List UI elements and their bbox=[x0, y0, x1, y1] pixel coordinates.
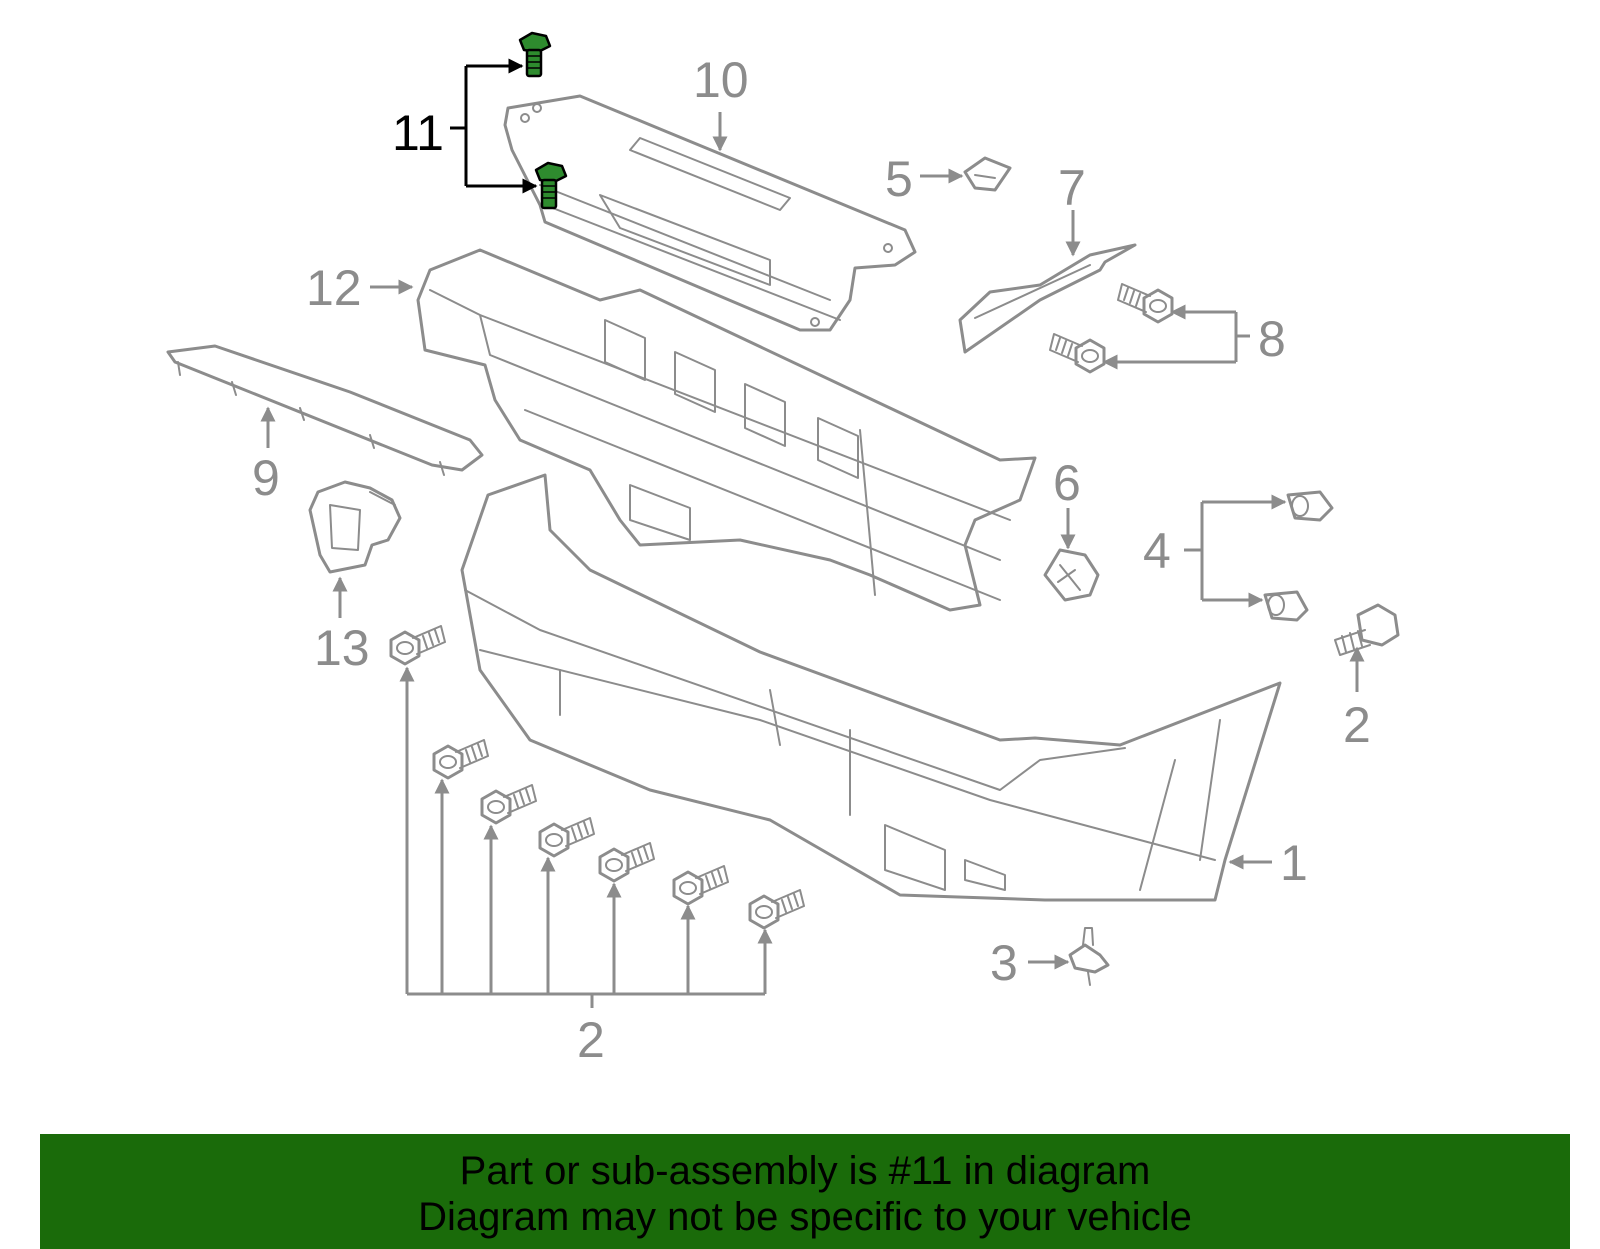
part-6-retainer bbox=[1043, 548, 1100, 602]
callout-8: 8 bbox=[1258, 311, 1286, 367]
part-1-bumper-cover bbox=[460, 473, 1282, 902]
callout-9: 9 bbox=[252, 450, 280, 506]
part-10-upper-reinforcement bbox=[503, 94, 917, 332]
part-2-bolt-4 bbox=[538, 816, 596, 858]
callout-2-right: 2 bbox=[1343, 697, 1371, 753]
part-8-bolt-lower bbox=[1048, 332, 1106, 374]
callout-4: 4 bbox=[1143, 523, 1171, 579]
callout-10: 10 bbox=[693, 52, 749, 108]
callout-6: 6 bbox=[1053, 455, 1081, 511]
callout-3: 3 bbox=[990, 935, 1018, 991]
part-4-clip-lower bbox=[1263, 590, 1309, 622]
callout-5: 5 bbox=[885, 151, 913, 207]
callout-11: 11 bbox=[392, 105, 444, 161]
part-7-bracket bbox=[958, 243, 1137, 354]
part-13-sensor-bracket bbox=[308, 480, 402, 574]
info-banner: Part or sub-assembly is #11 in diagram D… bbox=[40, 1134, 1570, 1249]
part-2-bolt-3 bbox=[480, 783, 538, 825]
callout-7: 7 bbox=[1058, 160, 1086, 216]
banner-line-part: Part or sub-assembly is #11 in diagram bbox=[459, 1149, 1151, 1193]
part-11-bolt-lower[interactable] bbox=[534, 161, 568, 210]
callout-12: 12 bbox=[306, 260, 362, 316]
part-11-bolt-upper[interactable] bbox=[518, 31, 552, 78]
part-2-bolt-1 bbox=[389, 624, 447, 666]
callout-2-bottom: 2 bbox=[577, 1012, 605, 1068]
part-9-step-pad bbox=[166, 344, 484, 476]
callout-1: 1 bbox=[1280, 835, 1308, 891]
part-2-bolt-right bbox=[1334, 603, 1400, 656]
part-2-bolt-2 bbox=[432, 738, 490, 780]
part-2-bolt-5 bbox=[598, 841, 656, 883]
leader-lines bbox=[260, 58, 1365, 1008]
part-2-bolt-7 bbox=[748, 888, 806, 930]
part-5-clip bbox=[963, 156, 1012, 192]
part-3-push-pin bbox=[1068, 927, 1110, 986]
part-8-bolt-upper bbox=[1116, 282, 1174, 324]
part-4-clip-upper bbox=[1286, 490, 1334, 522]
part-12-bumper-reinforcement bbox=[416, 248, 1037, 612]
part-2-bolt-6 bbox=[672, 864, 730, 906]
banner-line-disclaimer: Diagram may not be specific to your vehi… bbox=[418, 1195, 1192, 1239]
callout-13: 13 bbox=[314, 620, 370, 676]
